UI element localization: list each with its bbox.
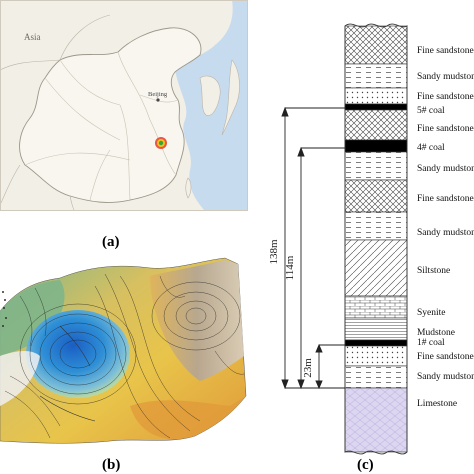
panel-label-b: (b) [102, 457, 121, 473]
strata-layer-label: 1# coal [417, 338, 445, 348]
column-outline [344, 23, 408, 455]
map-frame [0, 0, 248, 211]
survey-points [2, 291, 7, 327]
strata-layer [344, 151, 408, 181]
distance-label-23m: 23m [302, 358, 314, 378]
distance-arrow-23m: 23m [302, 343, 345, 390]
strata-layer [344, 179, 408, 213]
contour-lines [4, 273, 245, 439]
strata-layer-label: Sandy mudstone [417, 72, 474, 82]
strata-layer [344, 139, 408, 153]
province-borders [24, 51, 179, 201]
strata-layer [344, 63, 408, 89]
terrain-highland [150, 260, 244, 381]
strata-layer [344, 365, 408, 389]
streams [39, 325, 96, 422]
terrain-orange-lowland [130, 396, 246, 440]
strata-layer-label: Siltstone [417, 266, 450, 276]
strata-layer-label: Limestone [417, 399, 457, 409]
distance-arrow-138m: 138m [268, 106, 345, 390]
country-borders [0, 14, 111, 211]
distance-label-114m: 114m [284, 255, 296, 280]
strata-layer [344, 239, 408, 297]
strata-layer [344, 387, 408, 453]
asia-label: Asia [24, 32, 41, 42]
strata-layer-label: Fine sandstone [417, 124, 474, 134]
beijing-marker [156, 98, 160, 102]
japan-island [221, 59, 240, 136]
study-area-marker-icon [155, 137, 167, 149]
distance-label-138m: 138m [268, 239, 280, 265]
distance-arrow-114m: 114m [284, 146, 345, 390]
strata-layer [344, 109, 408, 141]
strata-layer-label: Fine sandstone [417, 46, 474, 56]
strata-layer [344, 345, 408, 367]
strata-layer [344, 211, 408, 241]
strata-layer [344, 339, 408, 347]
strata-layers [344, 25, 408, 453]
strata-layer [344, 25, 408, 65]
strata-layer-label: Sandy mudstone [417, 228, 474, 238]
strata-layer-label: Syenite [417, 308, 446, 318]
strata-layer-label: Mudstone [417, 328, 455, 338]
taiwan-island [185, 177, 192, 199]
strata-layer-label: 4# coal [417, 143, 445, 153]
strata-layer [344, 87, 408, 105]
strata-layer-label: Fine sandstone [417, 194, 474, 204]
location-map: Asia Beijing [0, 0, 248, 211]
korea-peninsula [199, 75, 221, 116]
strata-layer [344, 295, 408, 319]
beijing-label: Beijing [148, 91, 168, 98]
strata-layer-label: 5# coal [417, 106, 445, 116]
terrain-3d-map [0, 257, 247, 444]
strata-layer-label: Sandy mudstone [417, 372, 474, 382]
terrain-green-ridge [0, 280, 65, 356]
strata-layer [344, 317, 408, 341]
strata-layer-label: Fine sandstone [417, 92, 474, 102]
panel-label-a: (a) [102, 234, 120, 250]
strata-layer [344, 103, 408, 111]
strata-layer-label: Sandy mudstone [417, 164, 474, 174]
terrain-blue-depression [26, 310, 130, 398]
panel-label-c: (c) [357, 457, 374, 473]
strata-layer-label: Fine sandstone [417, 352, 474, 362]
china-outline [19, 27, 202, 203]
terrain-white-slope [0, 351, 40, 406]
